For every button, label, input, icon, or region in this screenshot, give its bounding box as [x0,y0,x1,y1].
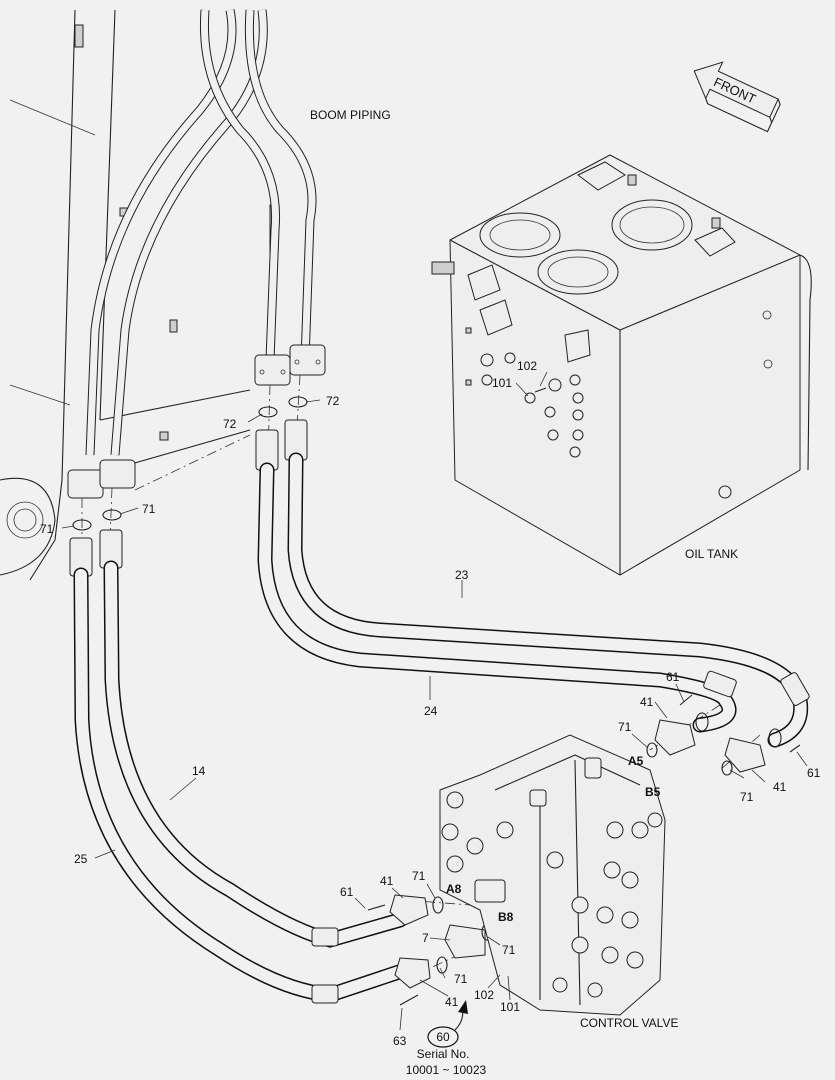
port-labels: A5 B5 A8 B8 [446,754,661,924]
oil-tank [431,154,812,576]
boom-structure [0,9,277,581]
callout-63: 63 [393,1034,407,1048]
callout-71: 71 [142,502,156,516]
callout-71: 71 [454,972,468,986]
port-a5-label: A5 [628,754,644,768]
callout-72: 72 [223,417,237,431]
callout-102: 102 [474,988,494,1002]
o-rings-boom [72,396,308,531]
callout-61: 61 [340,885,354,899]
callout-71: 71 [412,869,426,883]
valve-flanges [367,694,801,1006]
leader-lines [61,371,808,1031]
callouts: 72 72 71 71 102 101 23 24 14 25 61 41 71… [40,359,821,1048]
hose-fittings-boom [69,419,308,577]
boom-piping-label: BOOM PIPING [310,108,391,122]
callout-25: 25 [74,852,88,866]
port-b5-label: B5 [645,785,661,799]
control-valve-label: CONTROL VALVE [580,1016,678,1030]
callout-71: 71 [502,943,516,957]
callout-72: 72 [326,394,340,408]
callout-71: 71 [740,790,754,804]
callout-71: 71 [618,720,632,734]
callout-101: 101 [492,376,512,390]
callout-41: 41 [773,780,787,794]
callout-41: 41 [445,995,459,1009]
callout-23: 23 [455,568,469,582]
boom-pipe-flanges [67,344,326,499]
serial-number-label: Serial No. [417,1047,470,1061]
serial-number-range: 10001 ~ 10023 [406,1063,487,1077]
hoses [73,452,809,1003]
callout-61: 61 [807,766,821,780]
callout-60: 60 [436,1030,450,1044]
callout-14: 14 [192,764,206,778]
callout-102: 102 [517,359,537,373]
callout-41: 41 [640,695,654,709]
boom-pipes [85,9,317,456]
hose-fittings-valve [311,670,810,1004]
port-b8-label: B8 [498,910,514,924]
oil-tank-label: OIL TANK [685,547,738,561]
callout-24: 24 [424,704,438,718]
serial-note: 60 Serial No. 10001 ~ 10023 [406,1026,487,1077]
callout-101: 101 [500,1000,520,1014]
callout-41: 41 [380,874,394,888]
port-a8-label: A8 [446,882,462,896]
callout-71: 71 [40,522,54,536]
callout-61: 61 [666,670,680,684]
front-arrow [693,61,781,133]
control-valve [439,734,666,1016]
callout-7: 7 [422,931,429,945]
